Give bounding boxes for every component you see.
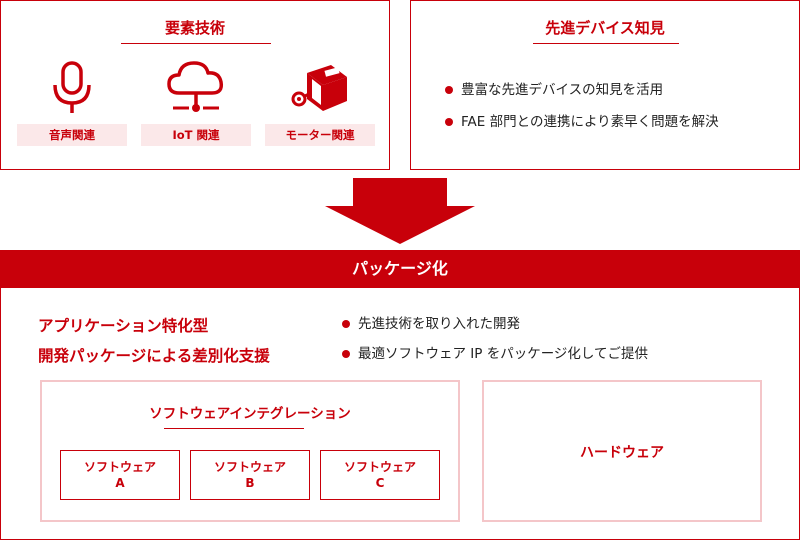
- knowledge-bullet: FAE 部門との連携により素早く問題を解決: [445, 113, 719, 131]
- tech-label-motor: モーター関連: [265, 124, 375, 146]
- tech-box-title: 要素技術: [164, 19, 225, 37]
- knowledge-bullet-list: 豊富な先進デバイスの知見を活用 FAE 部門との連携により素早く問題を解決: [445, 81, 719, 145]
- package-bullet-list: 先進技術を取り入れた開発 最適ソフトウェア IP をパッケージ化してご提供: [342, 315, 648, 377]
- knowledge-bullet: 豊富な先進デバイスの知見を活用: [445, 81, 719, 99]
- package-bullet: 先進技術を取り入れた開発: [342, 315, 648, 333]
- down-arrow-icon: [325, 178, 475, 244]
- software-integration-title: ソフトウェアインテグレーション: [149, 406, 351, 422]
- bullet-dot-icon: [342, 320, 350, 328]
- software-c-box: ソフトウェア C: [320, 450, 440, 500]
- bullet-dot-icon: [445, 86, 453, 94]
- bullet-dot-icon: [445, 118, 453, 126]
- package-heading-line2: 開発パッケージによる差別化支援: [38, 347, 270, 365]
- software-b-box: ソフトウェア B: [190, 450, 310, 500]
- tech-label-audio: 音声関連: [17, 124, 127, 146]
- microphone-icon: [17, 59, 127, 119]
- tech-label-iot: IoT 関連: [141, 124, 251, 146]
- motor-icon: [265, 59, 375, 119]
- tech-box: 要素技術 音声関連 IoT 関連: [0, 0, 390, 170]
- software-integration-underline: [164, 428, 304, 429]
- cloud-network-icon: [141, 59, 251, 119]
- package-bullet: 最適ソフトウェア IP をパッケージ化してご提供: [342, 345, 648, 363]
- bullet-dot-icon: [342, 350, 350, 358]
- knowledge-box-title: 先進デバイス知見: [545, 19, 665, 37]
- hardware-title: ハードウェア: [580, 445, 664, 461]
- hardware-box: ハードウェア: [482, 380, 762, 522]
- tech-title-underline: [121, 43, 271, 44]
- knowledge-box: 先進デバイス知見 豊富な先進デバイスの知見を活用 FAE 部門との連携により素早…: [410, 0, 800, 170]
- package-banner: パッケージ化: [0, 250, 800, 288]
- knowledge-title-underline: [533, 43, 679, 44]
- software-a-box: ソフトウェア A: [60, 450, 180, 500]
- package-heading-line1: アプリケーション特化型: [38, 317, 209, 335]
